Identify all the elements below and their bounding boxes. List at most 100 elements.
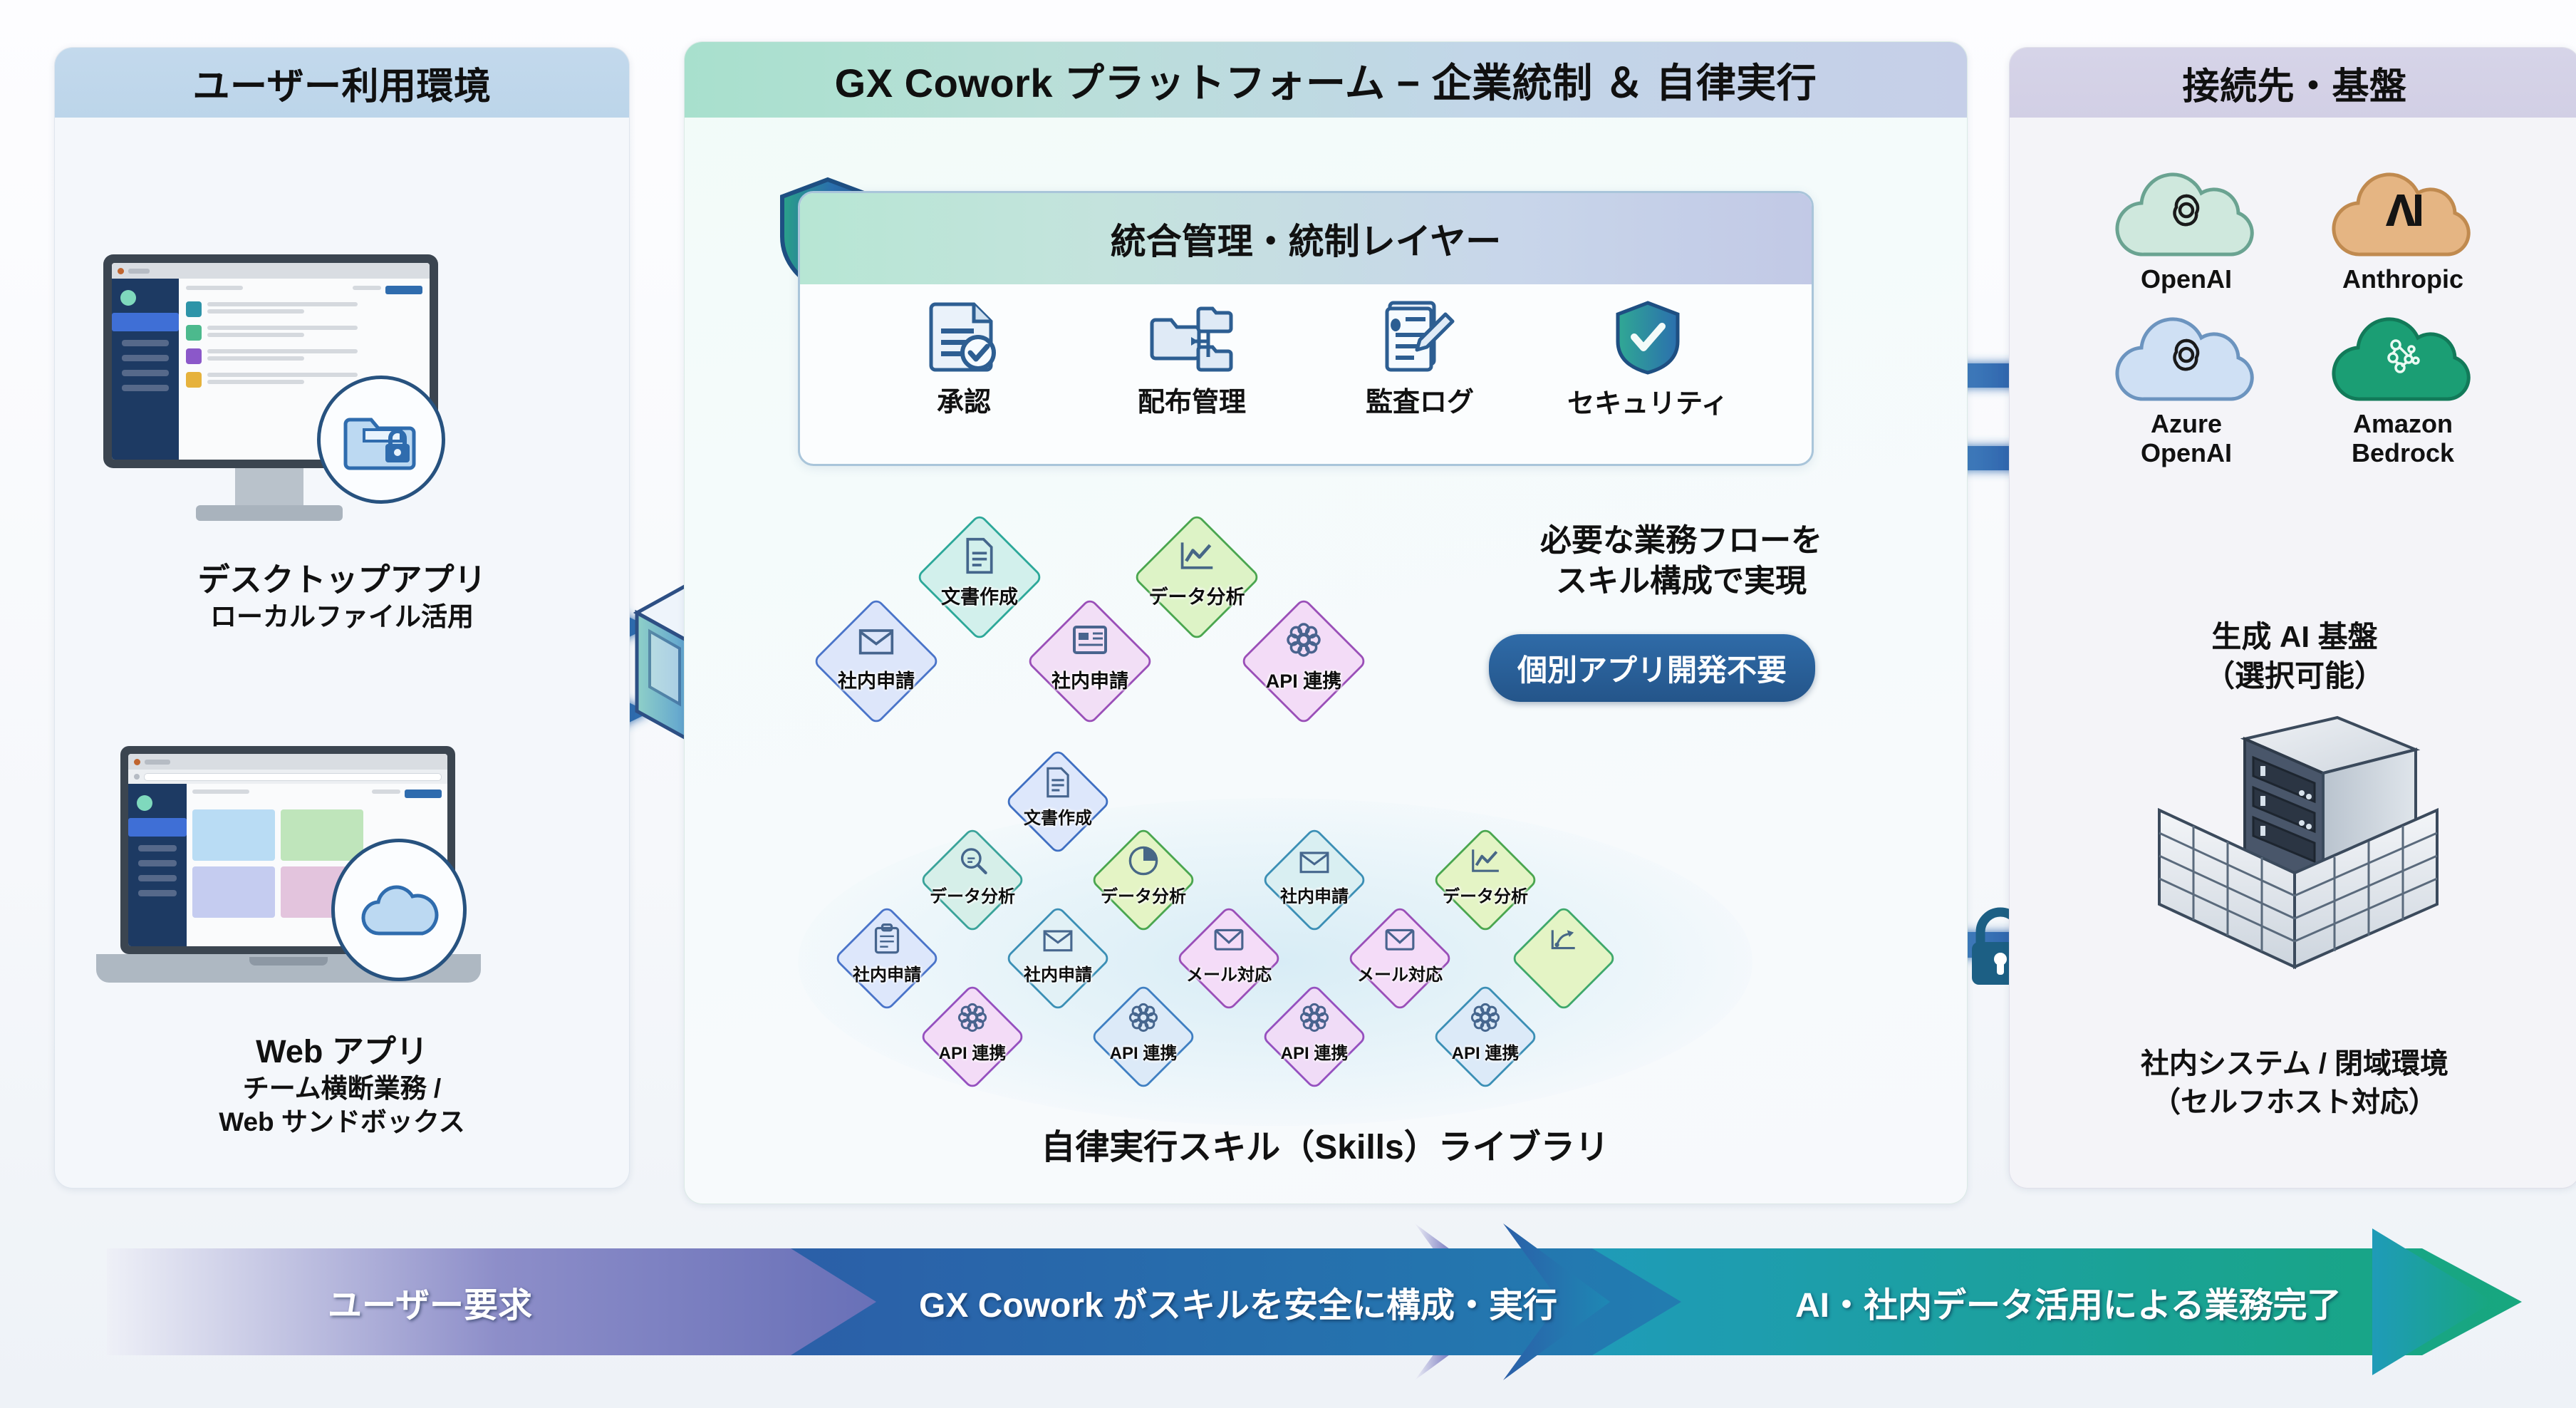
skill-cluster-main: 文書作成データ分析データ分析社内申請データ分析社内申請社内申請メール対応メール対…: [791, 748, 1760, 1119]
anthropic-logo-icon: [2327, 155, 2480, 262]
search-doc-icon: [957, 845, 988, 876]
skill-tile-label: API 連携: [1280, 1044, 1349, 1063]
web-app-caption: Web アプリ チーム横断業務 / Web サンドボックス: [55, 1032, 629, 1139]
panel-center-title: GX Cowork プラットフォーム − 企業統制 ＆ 自律実行: [685, 42, 1967, 118]
clipboard-icon: [871, 923, 903, 955]
chart-line-icon: [1470, 845, 1501, 876]
governance-item-label: 承認: [936, 388, 991, 418]
skill-tile-label: 文書作成: [941, 586, 1018, 608]
skill-tile-label: データ分析: [1148, 586, 1245, 608]
skill-tile-label: 文書作成: [1024, 809, 1092, 828]
app-sidebar: [128, 784, 187, 946]
skill-tile-label: メール対応: [1357, 966, 1443, 985]
openai-logo-icon: [2110, 299, 2263, 406]
web-app-illustration: [96, 746, 481, 1017]
desktop-app-subtitle: ローカルファイル活用: [210, 601, 474, 631]
skill-tile[interactable]: API 連携: [1240, 597, 1368, 741]
panel-right-title: 接続先・基盤: [2010, 48, 2576, 118]
skill-tile[interactable]: データ分析: [1133, 513, 1261, 657]
skill-tile[interactable]: 社内申請: [833, 905, 940, 1027]
callout-line-1: 必要な業務フローを: [1540, 523, 1822, 558]
monitor-stand: [235, 468, 303, 508]
callout-text: 必要な業務フローを スキル構成で実現: [1482, 520, 1881, 601]
web-app-subtitle-2: Web サンドボックス: [219, 1107, 465, 1137]
bedrock-logo-icon: [2327, 299, 2480, 406]
governance-layer-card: 統合管理・統制レイヤー 承認: [798, 191, 1814, 466]
skill-tile-face: [919, 983, 1026, 1090]
browser-addressbar[interactable]: [128, 770, 447, 784]
ai-provider-label: Anthropic: [2342, 264, 2463, 294]
callout-line-2: スキル構成で実現: [1556, 564, 1807, 599]
pie-chart-icon: [1128, 845, 1159, 876]
skill-tile-label: メール対応: [1186, 966, 1272, 985]
mail-icon: [1384, 923, 1416, 955]
folder-distribute-icon: [1150, 300, 1233, 374]
governance-item-security[interactable]: セキュリティ: [1562, 300, 1733, 420]
skill-tile[interactable]: 社内申請: [1026, 597, 1154, 741]
skill-tile[interactable]: データ分析: [1090, 827, 1197, 949]
skill-tile-label: データ分析: [930, 887, 1015, 906]
monitor-base: [196, 505, 343, 521]
skill-tile[interactable]: API 連携: [1090, 983, 1197, 1106]
sidebar-item-active: [128, 818, 187, 837]
internal-system-caption: 社内システム / 閉域環境 （セルフホスト対応）: [2017, 1045, 2572, 1122]
skill-tile-label: API 連携: [938, 1044, 1007, 1063]
app-sidebar: [112, 279, 179, 460]
skill-tile-face: [1432, 983, 1539, 1090]
skill-tile-label: 社内申請: [1280, 887, 1349, 906]
ai-provider-card[interactable]: OpenAI: [2090, 155, 2282, 294]
flow-step-label: ユーザー要求: [328, 1287, 533, 1325]
skill-tile[interactable]: メール対応: [1175, 905, 1282, 1027]
mail-icon: [1213, 923, 1245, 955]
skill-tile[interactable]: 社内申請: [1261, 827, 1368, 949]
skill-tile-label: データ分析: [1443, 887, 1528, 906]
governance-item-audit-log[interactable]: 監査ログ: [1334, 300, 1505, 419]
skill-tile-face: [915, 513, 1044, 641]
skill-tile-label: データ分析: [1101, 887, 1186, 906]
envelope-icon: [858, 621, 895, 658]
ai-provider-label: OpenAI: [2140, 264, 2232, 294]
skill-tile[interactable]: 文書作成: [1004, 748, 1111, 871]
governance-item-label: 配布管理: [1137, 388, 1246, 418]
ai-foundation-caption: 生成 AI 基盤 （選択可能）: [2038, 618, 2551, 695]
skill-tile[interactable]: メール対応: [1346, 905, 1453, 1027]
skill-tile[interactable]: API 連携: [1261, 983, 1368, 1106]
skill-tile[interactable]: API 連携: [919, 983, 1026, 1106]
governance-items: 承認 配布管理: [800, 284, 1812, 420]
skill-tile-label: API 連携: [1265, 671, 1342, 692]
window-titlebar: [112, 263, 430, 279]
skill-tile-label: API 連携: [1451, 1044, 1520, 1063]
skill-tile[interactable]: [1510, 905, 1617, 1027]
panel-user-environment: ユーザー利用環境: [54, 47, 630, 1189]
skill-tile[interactable]: データ分析: [1432, 827, 1539, 949]
laptop-trackpad-notch: [249, 957, 328, 966]
gear-flower-icon: [1285, 621, 1322, 658]
skill-tile[interactable]: 社内申請: [1004, 905, 1111, 1027]
governance-item-label: 監査ログ: [1365, 388, 1474, 418]
ai-caption-line-1: 生成 AI 基盤: [2211, 620, 2378, 653]
flow-step-label: AI・社内データ活用による業務完了: [1795, 1287, 2342, 1325]
document-check-icon: [929, 300, 998, 374]
skill-tile-label: 社内申請: [1051, 671, 1128, 692]
skill-tile[interactable]: 社内申請: [812, 597, 940, 741]
governance-item-distribution[interactable]: 配布管理: [1106, 300, 1277, 419]
web-app-subtitle-1: チーム横断業務 /: [242, 1073, 442, 1103]
skill-tile[interactable]: API 連携: [1432, 983, 1539, 1106]
openai-logo-icon: [2110, 155, 2263, 262]
skill-tile[interactable]: データ分析: [919, 827, 1026, 949]
ai-caption-line-2: （選択可能）: [2204, 658, 2384, 693]
ai-provider-card[interactable]: Anthropic: [2307, 155, 2499, 294]
governance-item-approval[interactable]: 承認: [878, 300, 1049, 419]
skill-tile[interactable]: 文書作成: [915, 513, 1044, 657]
infra-caption-line-2: （セルフホスト対応）: [2152, 1086, 2437, 1118]
desktop-app-caption: デスクトップアプリ ローカルファイル活用: [55, 561, 629, 633]
monitor-frame: [103, 254, 438, 468]
web-app-title: Web アプリ: [256, 1033, 428, 1070]
